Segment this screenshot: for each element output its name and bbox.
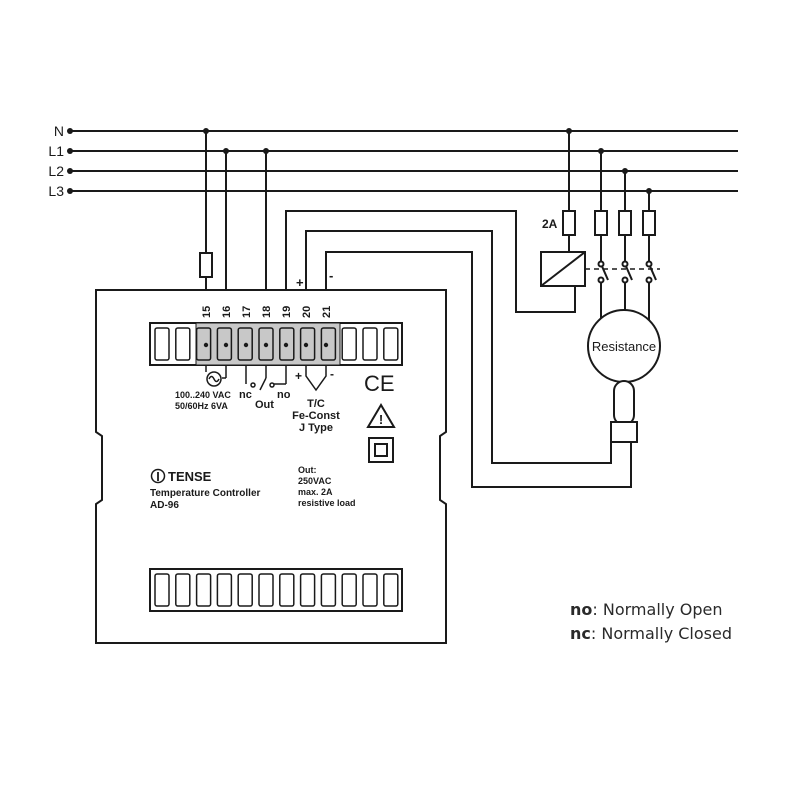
terminal-cell — [341, 573, 357, 607]
terminal-15: 15 — [201, 306, 213, 318]
terminal-cell — [279, 327, 295, 361]
relay-no-label: no — [277, 389, 291, 401]
polarity-plus-top: + — [296, 275, 304, 290]
device-name: Temperature Controller — [150, 488, 260, 499]
relay-nc-label: nc — [239, 389, 252, 401]
polarity-plus-tc: + — [295, 369, 302, 383]
contactor-contacts — [597, 260, 657, 284]
supply-label-2: 50/60Hz 6VA — [175, 401, 228, 411]
output-rating-3: max. 2A — [298, 487, 333, 497]
terminal-16: 16 — [221, 306, 233, 318]
output-rating-1: Out: — [298, 465, 317, 475]
legend-no: no: Normally Open — [570, 600, 723, 619]
relay-out-label: Out — [255, 399, 274, 411]
polarity-minus-top: - — [329, 268, 333, 283]
junction-dots — [203, 128, 652, 194]
terminal-cell — [279, 573, 295, 607]
terminal-cell — [175, 327, 191, 361]
thermocouple-probe — [610, 380, 638, 443]
ac-supply-icon — [205, 365, 227, 387]
output-rating-4: resistive load — [298, 498, 356, 508]
relay-contact-icon — [245, 365, 287, 391]
terminal-19: 19 — [281, 306, 293, 318]
terminal-cell — [258, 327, 274, 361]
tc-label-2: Fe-Const — [292, 410, 340, 422]
double-insulation-icon — [368, 437, 394, 463]
fuse-rating-label: 2A — [542, 217, 558, 231]
terminal-cell — [383, 573, 399, 607]
fuse-controller — [199, 252, 213, 278]
ce-mark: CE — [364, 371, 395, 396]
terminal-cell — [237, 573, 253, 607]
fuses-contactor — [562, 210, 656, 236]
terminal-cell — [383, 327, 399, 361]
terminal-cell — [320, 573, 337, 607]
terminal-cell — [175, 573, 191, 607]
controller-housing — [95, 289, 447, 644]
tc-label-3: J Type — [299, 422, 333, 434]
brand-name: TENSE — [168, 469, 212, 484]
terminal-cell — [195, 573, 212, 607]
polarity-minus-tc: - — [330, 367, 334, 381]
line-labels: N L1 L2 L3 — [48, 123, 64, 199]
terminal-20: 20 — [301, 306, 313, 318]
terminal-cell — [195, 327, 212, 361]
upper-terminal-block — [149, 322, 403, 366]
terminal-cell — [237, 327, 253, 361]
terminal-cell — [299, 327, 316, 361]
terminal-17: 17 — [241, 306, 253, 318]
terminal-cell — [216, 573, 233, 607]
terminal-cell — [216, 327, 233, 361]
line-label-l2: L2 — [48, 163, 64, 179]
output-rating-2: 250VAC — [298, 476, 332, 486]
thermocouple-icon — [305, 365, 327, 392]
warning-icon: ! — [366, 403, 396, 428]
terminal-cell — [362, 573, 378, 607]
brand-logo-icon — [150, 468, 166, 484]
contactor-coil — [540, 251, 586, 287]
line-start-dots — [67, 128, 73, 194]
device-model: AD-96 — [150, 500, 179, 511]
legend: no: Normally Open nc: Normally Closed — [570, 600, 732, 643]
lower-terminal-block — [149, 568, 403, 612]
tc-label-1: T/C — [307, 398, 325, 410]
terminal-cell — [258, 573, 274, 607]
resistance-label: Resistance — [592, 339, 656, 354]
terminal-cell — [154, 327, 170, 361]
line-label-n: N — [54, 123, 64, 139]
terminal-cell — [320, 327, 337, 361]
terminal-numbers: 15 16 17 18 19 20 21 — [201, 306, 333, 318]
terminal-cell — [299, 573, 316, 607]
line-label-l3: L3 — [48, 183, 64, 199]
terminal-cell — [362, 327, 378, 361]
fuse-2a — [562, 210, 576, 236]
legend-nc: nc: Normally Closed — [570, 624, 732, 643]
supply-lines — [68, 130, 738, 192]
terminal-18: 18 — [261, 306, 273, 318]
terminal-cell — [341, 327, 357, 361]
line-label-l1: L1 — [48, 143, 64, 159]
terminal-21: 21 — [321, 306, 333, 318]
svg-text:!: ! — [379, 412, 383, 427]
supply-label-1: 100..240 VAC — [175, 390, 231, 400]
controller-wiring — [205, 131, 650, 488]
terminal-cell — [154, 573, 170, 607]
